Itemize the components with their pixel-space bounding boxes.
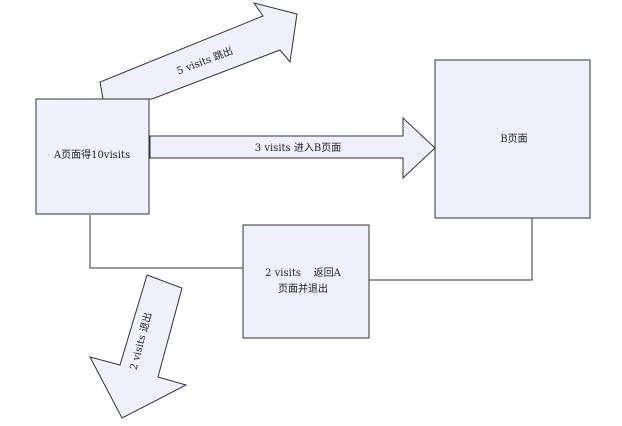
to-b-arrow (149, 116, 436, 180)
return-box-node (242, 224, 370, 339)
page-b-label: B页面 (500, 133, 527, 145)
page-a-label: A页面得10visits (53, 149, 130, 161)
return-box-label-line2: 页面并退出 (278, 282, 328, 295)
exit-down-arrow (89, 274, 188, 419)
connector-return-box-to-b (369, 218, 533, 281)
return-box-label-line1: 2 visits 返回A (265, 267, 342, 279)
connector-a-to-return-box (89, 215, 243, 269)
page-b-node (434, 59, 591, 219)
to-b-arrow-label: 3 visits 进入B页面 (255, 142, 341, 154)
exit-up-arrow (99, 2, 298, 100)
page-a-node (35, 98, 150, 215)
